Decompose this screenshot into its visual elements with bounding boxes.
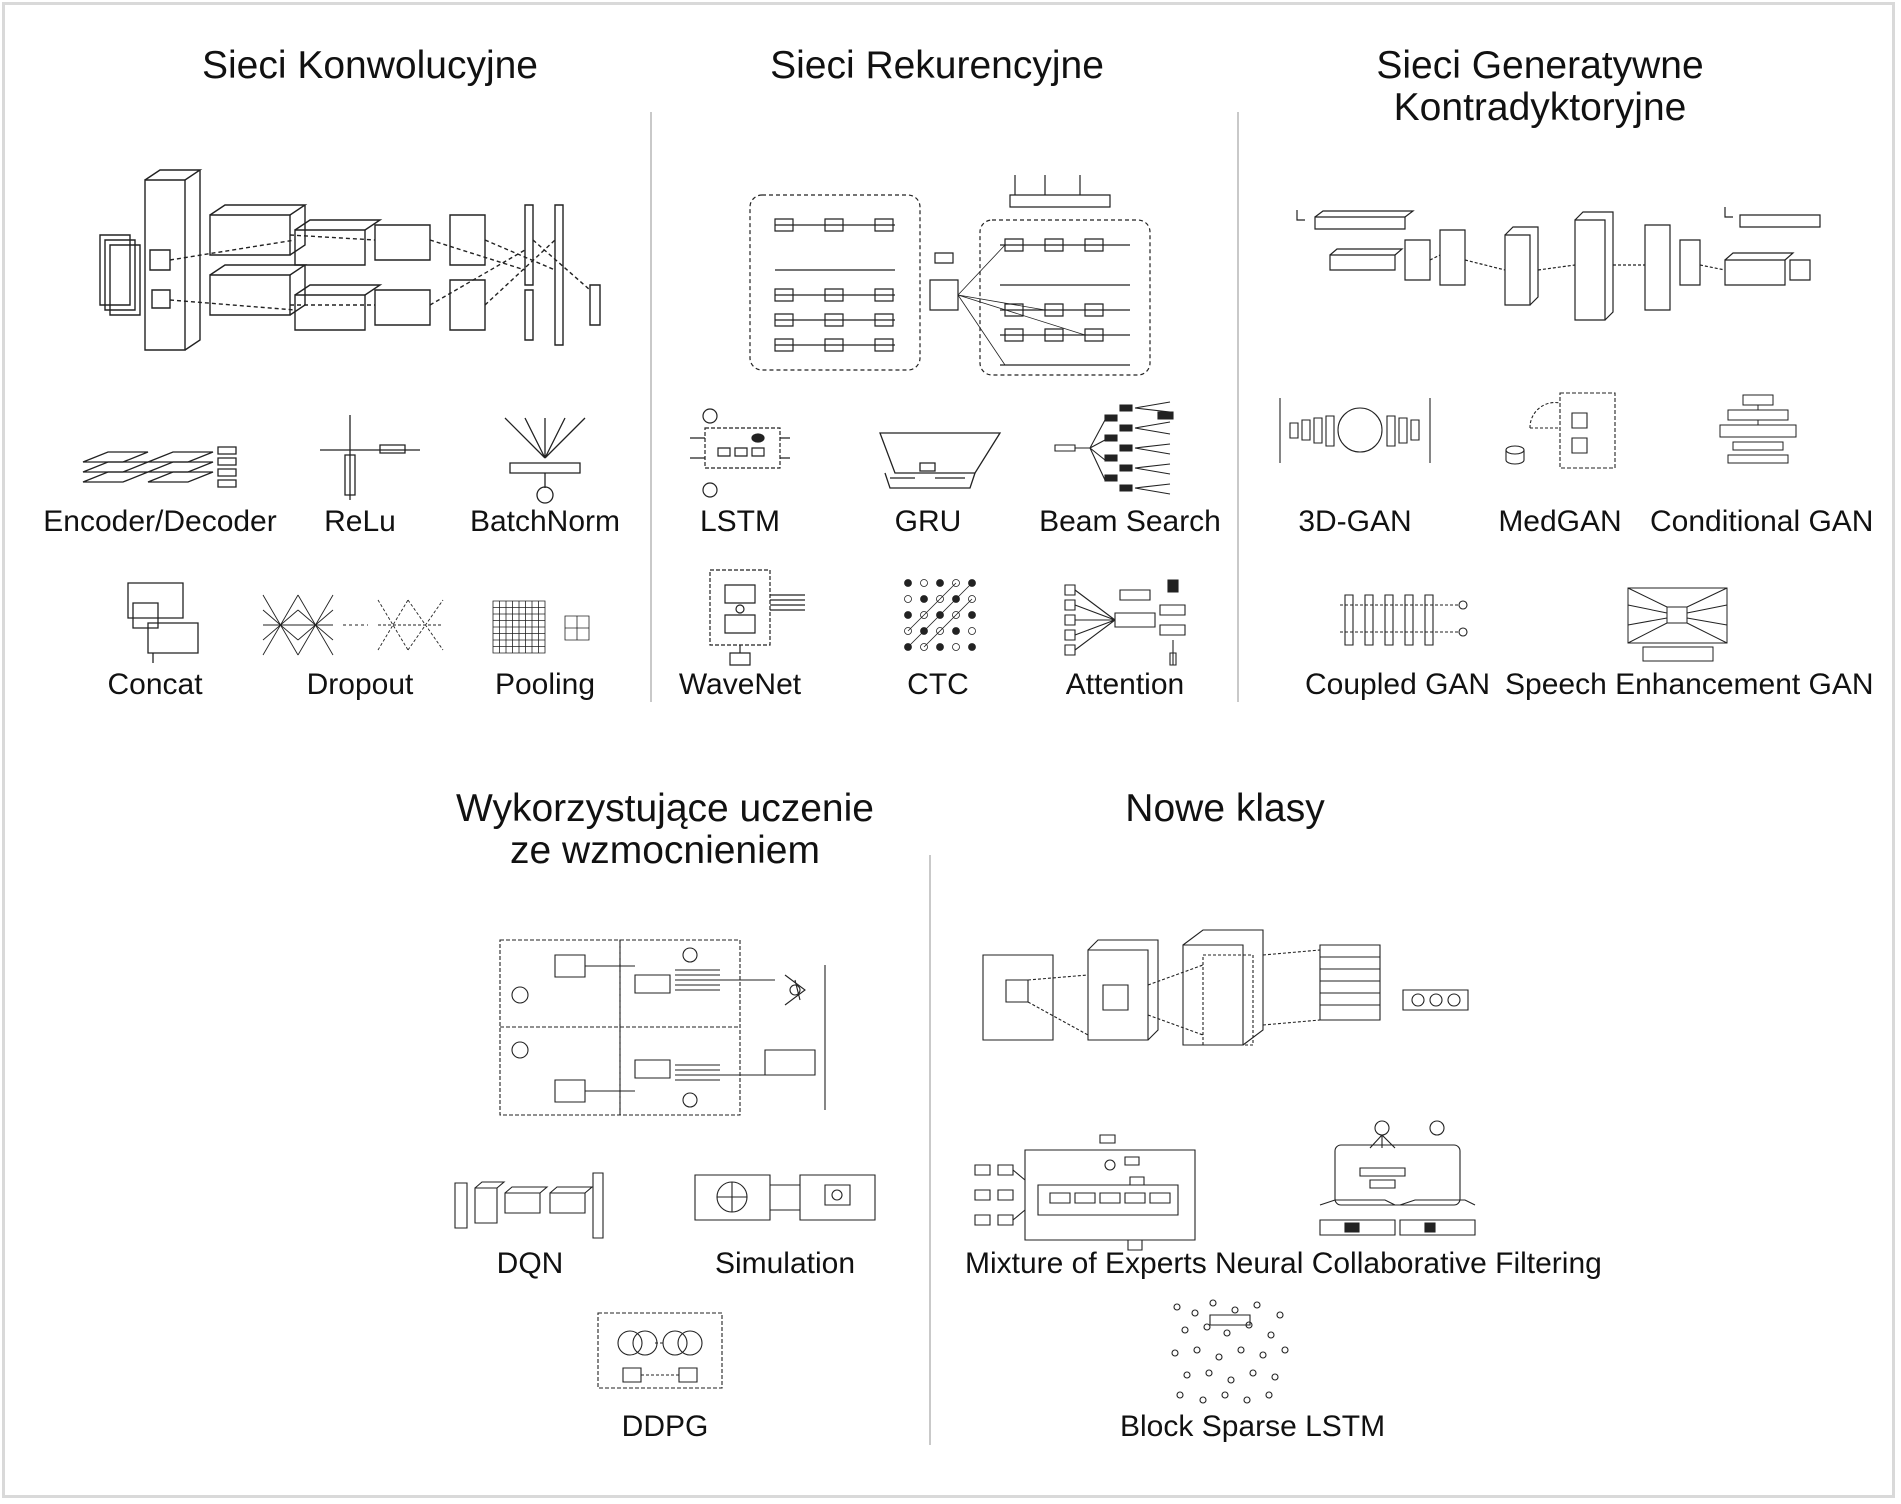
label-beam-search: Beam Search [1039, 505, 1221, 538]
label-wavenet: WaveNet [678, 668, 802, 701]
block-sparse-lstm-icon [1165, 1295, 1295, 1410]
simulation-icon [690, 1170, 880, 1225]
label-neural-collaborative-filtering: Neural Collaborative Filtering [1215, 1247, 1602, 1280]
relu-icon [320, 415, 420, 500]
label-3d-gan: 3D-GAN [1298, 505, 1412, 538]
label-mixture-of-experts: Mixture of Experts [965, 1247, 1207, 1280]
label-attention: Attention [1065, 668, 1185, 701]
batchnorm-icon [495, 418, 595, 508]
wavenet-icon [705, 565, 810, 670]
3d-gan-icon [1275, 398, 1435, 463]
gru-icon [875, 428, 1005, 493]
label-dqn: DQN [496, 1247, 564, 1280]
label-relu: ReLu [324, 505, 396, 538]
divider-rl-new [929, 855, 931, 1445]
dropout-icon [258, 590, 458, 660]
beam-search-icon [1050, 400, 1180, 495]
section-title-rnn: Sieci Rekurencyjne [770, 44, 1104, 87]
section-title-new: Nowe klasy [1125, 787, 1325, 830]
rl-architecture-diagram-icon [495, 935, 835, 1120]
label-speech-enhancement-gan: Speech Enhancement GAN [1505, 668, 1874, 701]
ddpg-icon [595, 1308, 725, 1393]
encoder-decoder-icon [78, 442, 243, 492]
coupled-gan-icon [1340, 590, 1470, 650]
section-title-gan-line1: Sieci Generatywne [1376, 44, 1704, 87]
label-pooling: Pooling [494, 668, 596, 701]
attention-icon [1060, 575, 1190, 670]
cnn-architecture-diagram-icon [90, 180, 610, 360]
mixture-of-experts-icon [970, 1135, 1200, 1255]
conditional-gan-icon [1718, 390, 1798, 470]
dqn-icon [450, 1168, 610, 1243]
section-title-gan-line2: Kontradyktoryjne [1393, 86, 1687, 129]
capsule-network-diagram-icon [978, 935, 1488, 1075]
label-concat: Concat [107, 668, 203, 701]
label-batchnorm: BatchNorm [469, 505, 621, 538]
ctc-icon [900, 575, 980, 655]
pooling-icon [490, 598, 595, 654]
gan-architecture-diagram-icon [1295, 205, 1815, 330]
lstm-icon [690, 408, 790, 498]
medgan-icon [1500, 388, 1620, 473]
label-ddpg: DDPG [621, 1410, 709, 1443]
label-lstm: LSTM [699, 505, 780, 538]
divider-rnn-gan [1237, 112, 1239, 702]
divider-cnn-rnn [650, 112, 652, 702]
label-medgan: MedGAN [1498, 505, 1622, 538]
section-title-gan: Sieci Generatywne Kontradyktoryjne [1340, 45, 1740, 129]
neural-collaborative-filtering-icon [1315, 1120, 1480, 1245]
label-gru: GRU [894, 505, 962, 538]
label-block-sparse-lstm: Block Sparse LSTM [1120, 1410, 1386, 1443]
rnn-encoder-decoder-diagram-icon [745, 175, 1155, 380]
section-title-rl: Wykorzystujące uczenie ze wzmocnieniem [425, 788, 905, 872]
label-encoder-decoder: Encoder/Decoder [43, 505, 277, 538]
concat-icon [123, 578, 203, 663]
section-title-cnn: Sieci Konwolucyjne [201, 44, 538, 87]
speech-enhancement-gan-icon [1625, 585, 1730, 665]
label-ctc: CTC [907, 668, 969, 701]
label-simulation: Simulation [714, 1247, 856, 1280]
label-dropout: Dropout [306, 668, 414, 701]
label-coupled-gan: Coupled GAN [1305, 668, 1491, 701]
section-title-rl-line2: ze wzmocnieniem [510, 829, 820, 872]
label-conditional-gan: Conditional GAN [1650, 505, 1874, 538]
section-title-rl-line1: Wykorzystujące uczenie [456, 787, 874, 830]
